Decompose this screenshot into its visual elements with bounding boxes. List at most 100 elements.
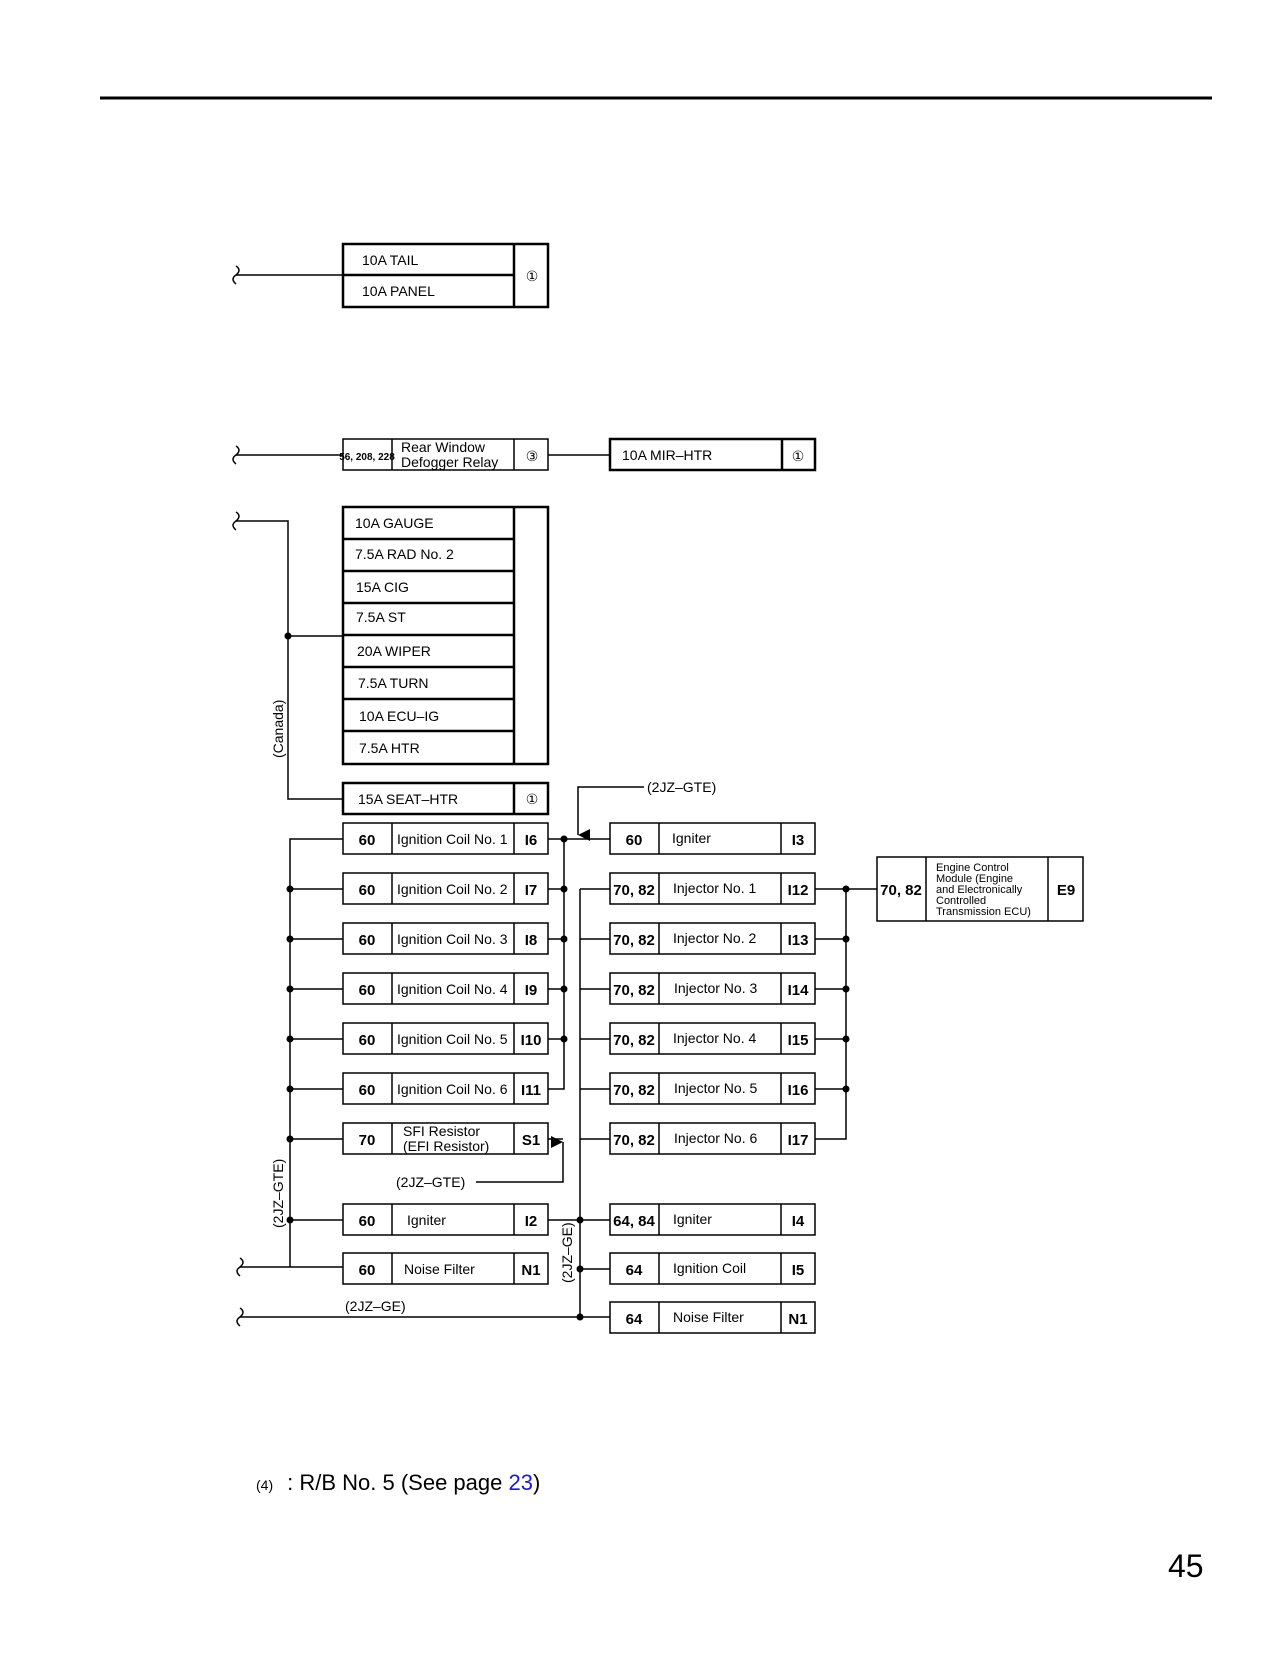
page-number: 45 <box>1168 1548 1204 1584</box>
component-name: Injector No. 4 <box>673 1030 756 1046</box>
fuse-mir-htr-label: 10A MIR–HTR <box>622 447 712 463</box>
component-name: Ignition Coil No. 4 <box>397 981 508 997</box>
connector-code: I10 <box>521 1032 542 1049</box>
component-name: Injector No. 2 <box>673 930 756 946</box>
fuse-wiper-label: 20A WIPER <box>357 643 431 659</box>
fuse-tail-label: 10A TAIL <box>362 252 419 268</box>
ecm-name-line: Controlled <box>936 895 986 907</box>
connector-code: I6 <box>525 832 538 849</box>
fuse-ecu-ig-label: 10A ECU–IG <box>359 708 439 724</box>
location-badge: ① <box>792 448 805 464</box>
connector-code: E9 <box>1057 882 1075 899</box>
connector-code: I13 <box>788 932 809 949</box>
component-name: Ignition Coil No. 1 <box>397 831 508 847</box>
defogger-page-codes: 56, 208, 228 <box>339 452 395 463</box>
page-ref: 60 <box>359 1082 376 1099</box>
component-name: Ignition Coil No. 6 <box>397 1081 508 1097</box>
page-ref: 70, 82 <box>613 982 655 999</box>
inner-bus-left: (2JZ–GTE) <box>396 835 610 1221</box>
connector-code: I2 <box>525 1213 538 1230</box>
page-ref: 60 <box>359 1213 376 1230</box>
gte-mid-label: (2JZ–GTE) <box>396 1174 465 1190</box>
page-ref: 64 <box>626 1311 643 1328</box>
ecm-name-line: and Electronically <box>936 884 1023 896</box>
connector-code: I9 <box>525 982 538 999</box>
right-components: 60 Igniter I3 70, 82 Injector No. 1 I12 … <box>609 822 816 1334</box>
fuse-cig-label: 15A CIG <box>356 579 409 595</box>
page-ref: 70, 82 <box>613 882 655 899</box>
ecm-box: 70, 82 Engine Control Module (Engine and… <box>876 856 1084 922</box>
fuse-rad-label: 7.5A RAD No. 2 <box>355 546 454 562</box>
location-badge: ① <box>526 791 539 807</box>
left-components: 60 Ignition Coil No. 1 I6 60 Ignition Co… <box>342 822 549 1285</box>
page-ref: 60 <box>359 932 376 949</box>
page-ref: 70, 82 <box>613 932 655 949</box>
page-ref: 60 <box>359 982 376 999</box>
connector-code: N1 <box>521 1262 540 1279</box>
page-ref: 60 <box>359 882 376 899</box>
center-bus: (2JZ–GE) (2JZ–GE) <box>236 888 610 1327</box>
component-name: Ignition Coil No. 3 <box>397 931 508 947</box>
footnote-close: ) <box>532 1470 541 1495</box>
component-name: Injector No. 1 <box>673 880 756 896</box>
fuse-seat-htr-label: 15A SEAT–HTR <box>358 791 458 807</box>
component-name: Igniter <box>407 1212 446 1228</box>
connector-code: I17 <box>788 1132 809 1149</box>
page-ref: 70, 82 <box>613 1032 655 1049</box>
connector-code: I14 <box>788 982 810 999</box>
page-ref: 70 <box>359 1132 376 1149</box>
page-ref: 70, 82 <box>613 1132 655 1149</box>
component-name: Ignition Coil No. 5 <box>397 1031 508 1047</box>
connector-code: I16 <box>788 1082 809 1099</box>
footnote-page-link[interactable]: 23 <box>508 1470 533 1495</box>
page-ref: 60 <box>359 1262 376 1279</box>
relay-name-line2: Defogger Relay <box>401 454 498 470</box>
connector-code: I11 <box>521 1082 541 1099</box>
connector-code: I12 <box>788 882 809 899</box>
fuse-panel-label: 10A PANEL <box>362 283 435 299</box>
ecm-name-line: Engine Control <box>936 862 1009 874</box>
page-ref: 70, 82 <box>613 1082 655 1099</box>
page-ref: 64, 84 <box>613 1213 655 1230</box>
component-name: Injector No. 5 <box>674 1080 757 1096</box>
page-ref: 70, 82 <box>880 882 922 899</box>
connector-code: I15 <box>788 1032 809 1049</box>
location-badge: ① <box>526 268 539 284</box>
page-ref: 60 <box>626 832 643 849</box>
footnote: (4) : R/B No. 5 (See page 23) <box>256 1470 540 1496</box>
fuse-htr-label: 7.5A HTR <box>359 740 420 756</box>
relay-name-line1: Rear Window <box>401 439 486 455</box>
component-name: Noise Filter <box>404 1261 475 1277</box>
component-name: Injector No. 3 <box>674 980 757 996</box>
left-bus: (2JZ–GTE) <box>236 838 343 1277</box>
ge-bottom-label: (2JZ–GE) <box>345 1298 406 1314</box>
footnote-number: (4) <box>256 1477 274 1493</box>
fuse-st-label: 7.5A ST <box>356 609 406 625</box>
seat-htr-group: 15A SEAT–HTR ① <box>341 781 550 816</box>
ig-fuse-group: (Canada) 10A GAUGE 7.5A RAD No. 2 15A CI… <box>232 505 550 800</box>
relay-location-badge: ③ <box>526 448 539 464</box>
connector-code: I4 <box>792 1213 805 1230</box>
component-name: Igniter <box>673 1211 712 1227</box>
gte-top-label: (2JZ–GTE) <box>647 779 716 795</box>
connector-code: I5 <box>792 1262 805 1279</box>
component-name: Igniter <box>672 830 711 846</box>
connector-code: I3 <box>792 832 805 849</box>
page-ref: 60 <box>359 832 376 849</box>
ge-vertical-label: (2JZ–GE) <box>559 1222 575 1283</box>
component-name: Ignition Coil No. 2 <box>397 881 508 897</box>
page-ref: 60 <box>359 1032 376 1049</box>
connector-code: S1 <box>522 1132 540 1149</box>
component-name: Noise Filter <box>673 1309 744 1325</box>
tail-fuse-group: 10A TAIL 10A PANEL ① <box>232 242 550 309</box>
connector-code: N1 <box>788 1311 807 1328</box>
connector-code: I8 <box>525 932 538 949</box>
footnote-text: : R/B No. 5 (See page <box>287 1470 509 1495</box>
component-name: (EFI Resistor) <box>403 1138 489 1154</box>
page-ref: 64 <box>626 1262 643 1279</box>
canada-label: (Canada) <box>270 700 286 758</box>
ecm-bus <box>815 885 877 1140</box>
ecm-name-line: Transmission ECU) <box>936 906 1031 918</box>
defogger-group: 56, 208, 228 Rear Window Defogger Relay … <box>232 437 817 472</box>
